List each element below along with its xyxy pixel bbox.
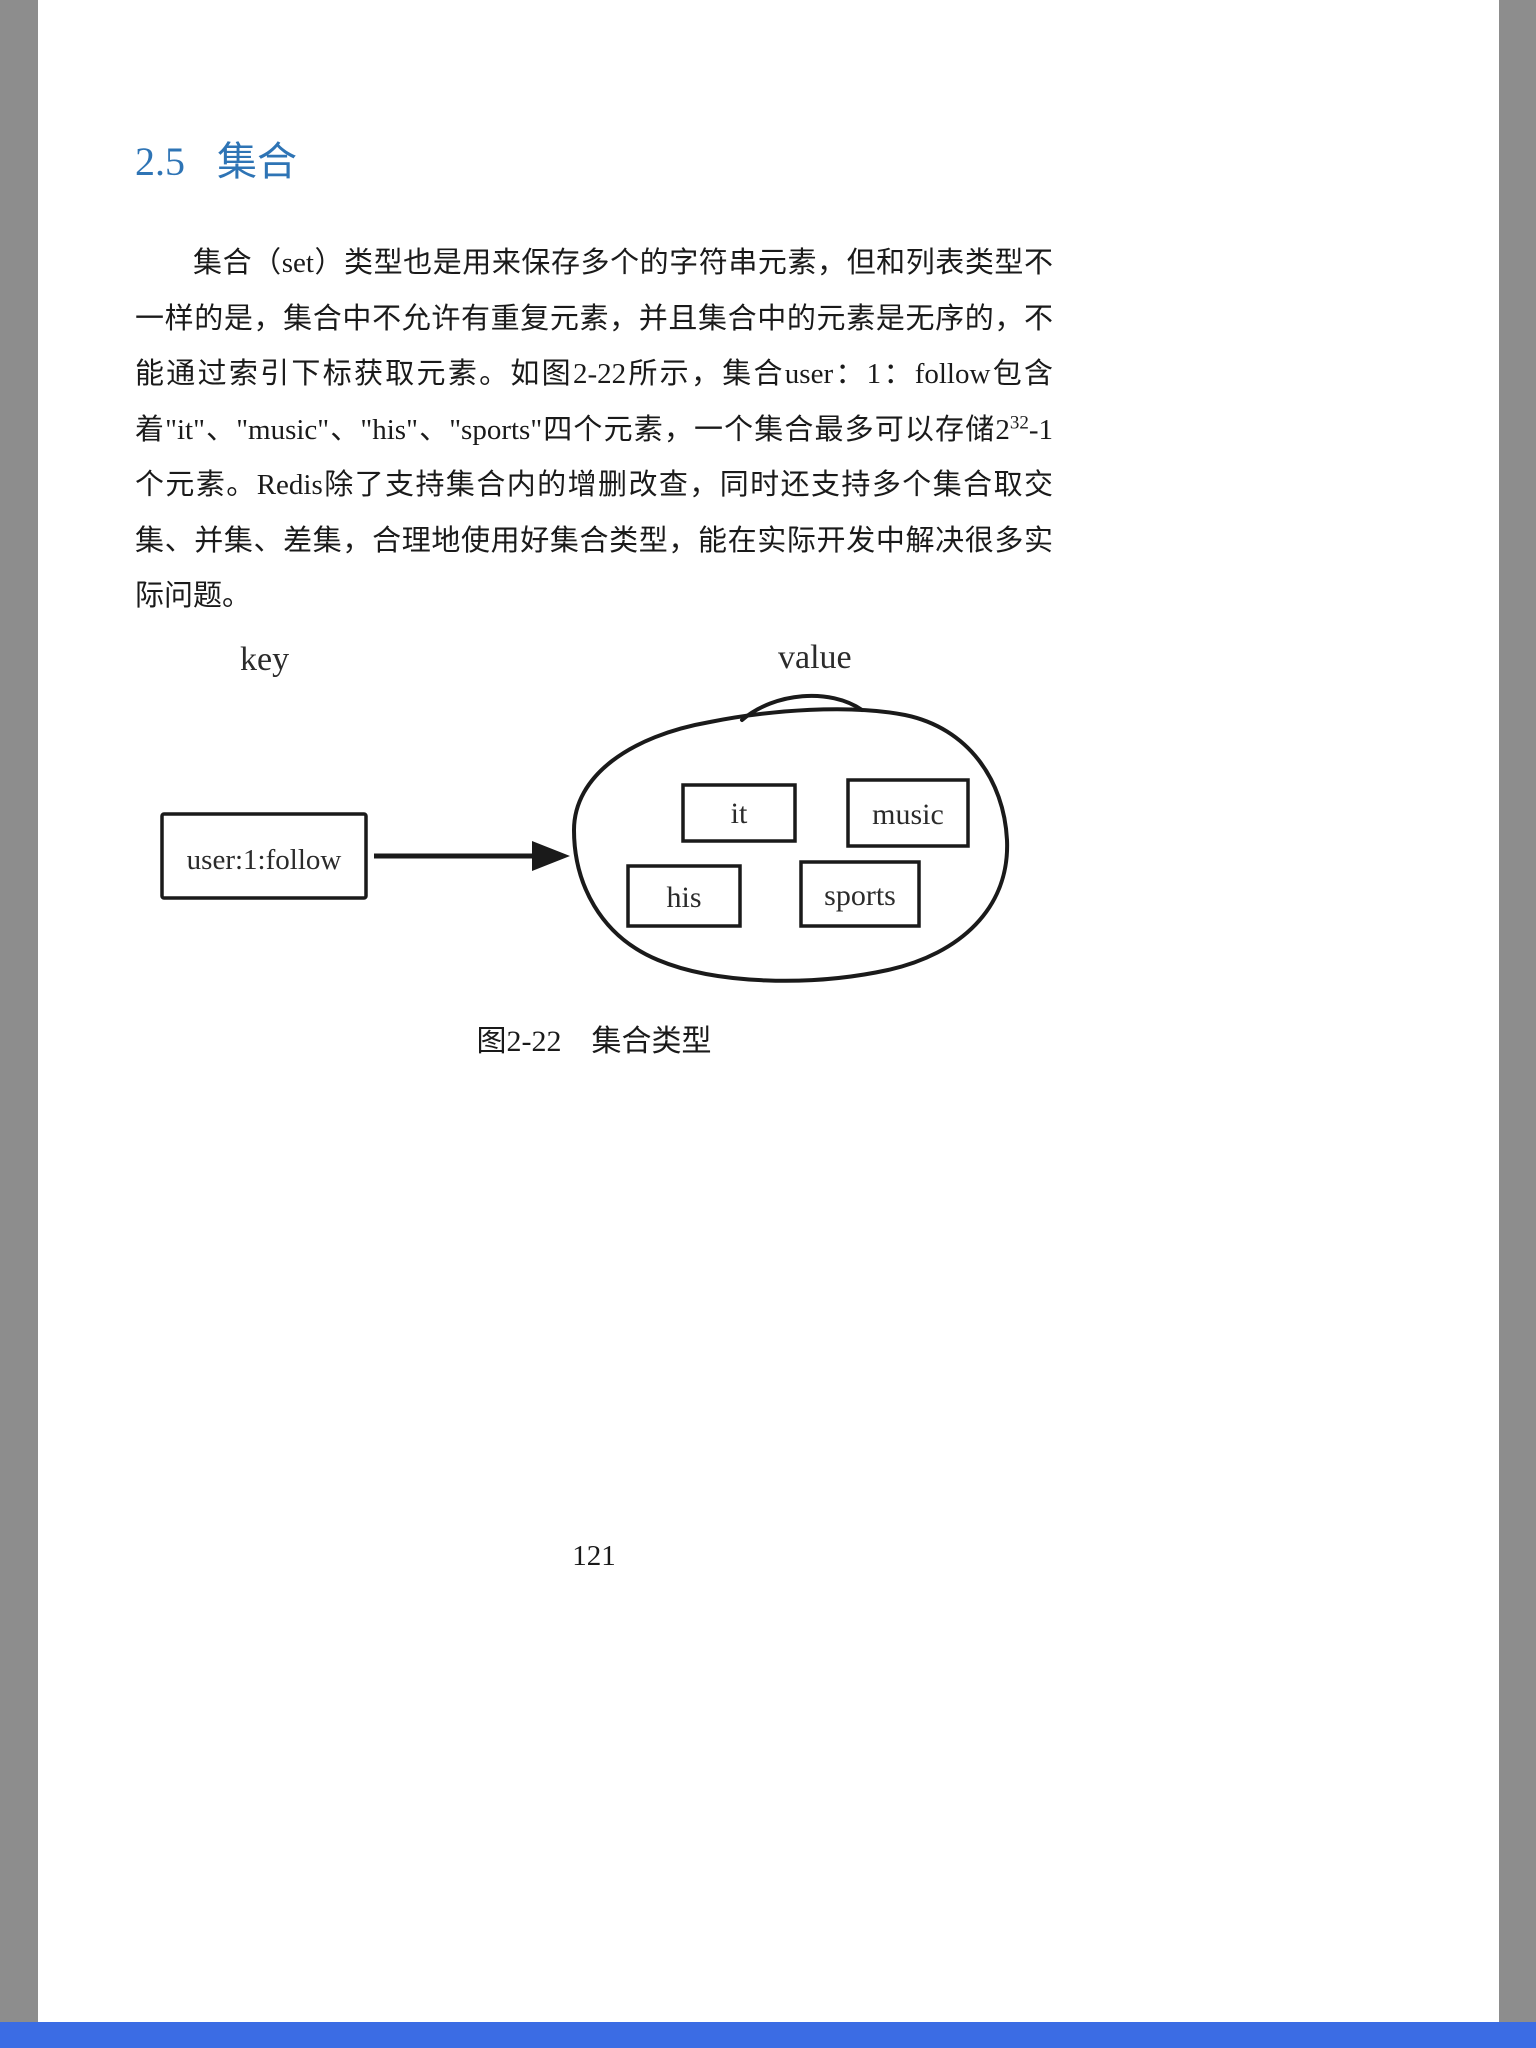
section-title: 集合	[217, 139, 297, 184]
paragraph-text-before-superscript: 集合（set）类型也是用来保存多个的字符串元素，但和列表类型不一样的是，集合中不…	[135, 247, 1053, 446]
paragraph-text-after-superscript: -1个元素。Redis除了支持集合内的增删改查，同时还支持多个集合取交集、并集、…	[135, 413, 1053, 613]
set-blob-overlap-stroke	[740, 693, 864, 722]
set-item-label-his: his	[666, 881, 701, 914]
set-item-label-it: it	[731, 797, 748, 830]
figure-caption: 图2-22 集合类型	[476, 1025, 712, 1058]
set-item-label-music: music	[872, 798, 944, 831]
section-number: 2.5	[135, 139, 185, 184]
set-blob-outline	[571, 707, 1010, 983]
section-heading: 2.5 集合	[135, 138, 297, 186]
key-box	[160, 812, 368, 900]
viewer-left-margin	[0, 0, 38, 2022]
set-item-box-music	[846, 778, 970, 848]
reader-progress-bar[interactable]	[0, 2022, 1536, 2048]
exponent-superscript: 32	[1009, 411, 1029, 433]
viewer-right-margin	[1499, 0, 1536, 2022]
key-column-label: key	[240, 641, 289, 678]
figure-set-diagram: key value user:1:follow it music his spo…	[160, 639, 1010, 983]
set-item-box-it	[681, 783, 797, 843]
key-box-label: user:1:follow	[187, 844, 342, 876]
body-paragraph: 集合（set）类型也是用来保存多个的字符串元素，但和列表类型不一样的是，集合中不…	[135, 236, 1053, 625]
set-item-label-sports: sports	[824, 879, 896, 912]
set-item-box-his	[626, 864, 742, 928]
set-item-box-sports	[799, 860, 921, 928]
arrow-head	[532, 841, 570, 871]
page-number: 121	[572, 1540, 616, 1572]
value-column-label: value	[778, 639, 852, 676]
